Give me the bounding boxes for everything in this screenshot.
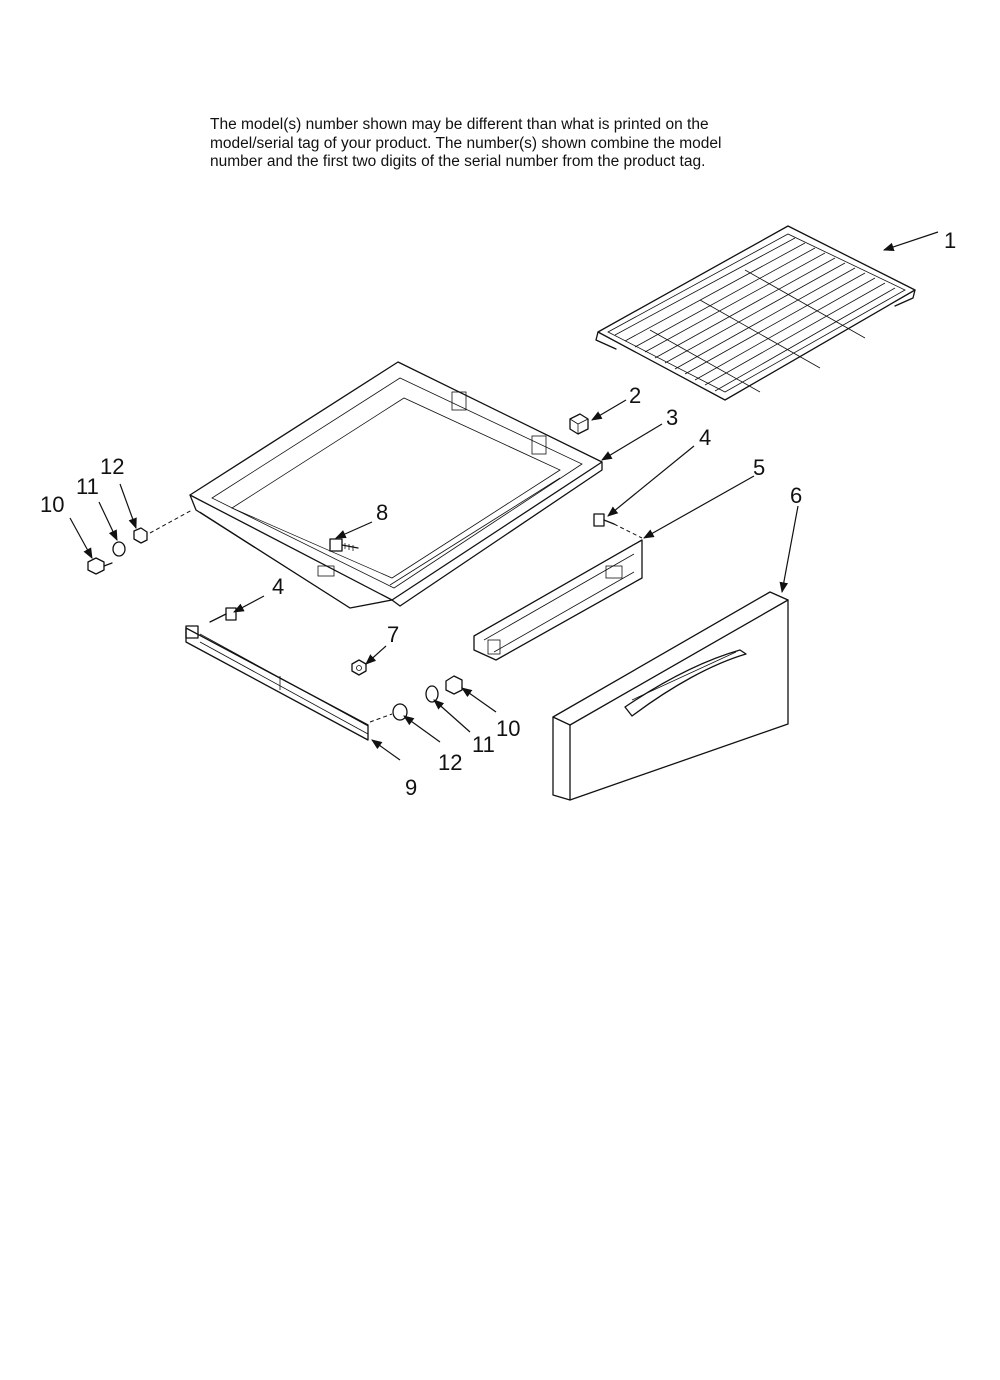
callout-7: 7 [387, 622, 399, 647]
right-hardware [369, 675, 463, 723]
left-hardware [87, 509, 193, 575]
callout-11-left: 11 [76, 474, 99, 499]
callout-11-right: 11 [472, 732, 495, 757]
callout-8: 8 [376, 500, 388, 525]
callout-4-lower: 4 [272, 574, 284, 599]
note-line-1: The model(s) number shown may be differe… [210, 116, 709, 133]
part-3-drawer-pan [189, 361, 603, 609]
part-8-screw [329, 538, 359, 552]
callout-2: 2 [629, 383, 641, 408]
callout-12-left: 12 [100, 454, 124, 479]
callout-4-upper: 4 [699, 425, 711, 450]
callout-10-right: 10 [496, 716, 520, 741]
model-number-note: The model(s) number shown may be differe… [210, 116, 810, 172]
callout-3: 3 [666, 405, 678, 430]
callout-9: 9 [405, 775, 417, 800]
callout-1: 1 [944, 228, 956, 253]
part-2-clip [569, 413, 589, 435]
part-1-rack [595, 225, 916, 401]
callout-5: 5 [753, 455, 765, 480]
leader-arrows [69, 231, 939, 761]
part-7-nut [351, 659, 367, 676]
callout-labels: 1 2 3 4 5 6 8 4 7 9 12 11 10 10 11 12 [40, 228, 956, 800]
note-line-2: model/serial tag of your product. The nu… [210, 134, 722, 152]
callout-6: 6 [790, 483, 802, 508]
part-4-upper-screw [593, 513, 643, 539]
part-9-left-rail [185, 625, 369, 741]
part-5-right-rail [473, 539, 643, 661]
callout-12-right: 12 [438, 750, 462, 775]
callout-10-left: 10 [40, 492, 64, 517]
part-6-drawer-front [552, 591, 789, 801]
note-line-3: number and the first two digits of the s… [210, 153, 706, 170]
part-4-lower-screw [209, 607, 237, 623]
